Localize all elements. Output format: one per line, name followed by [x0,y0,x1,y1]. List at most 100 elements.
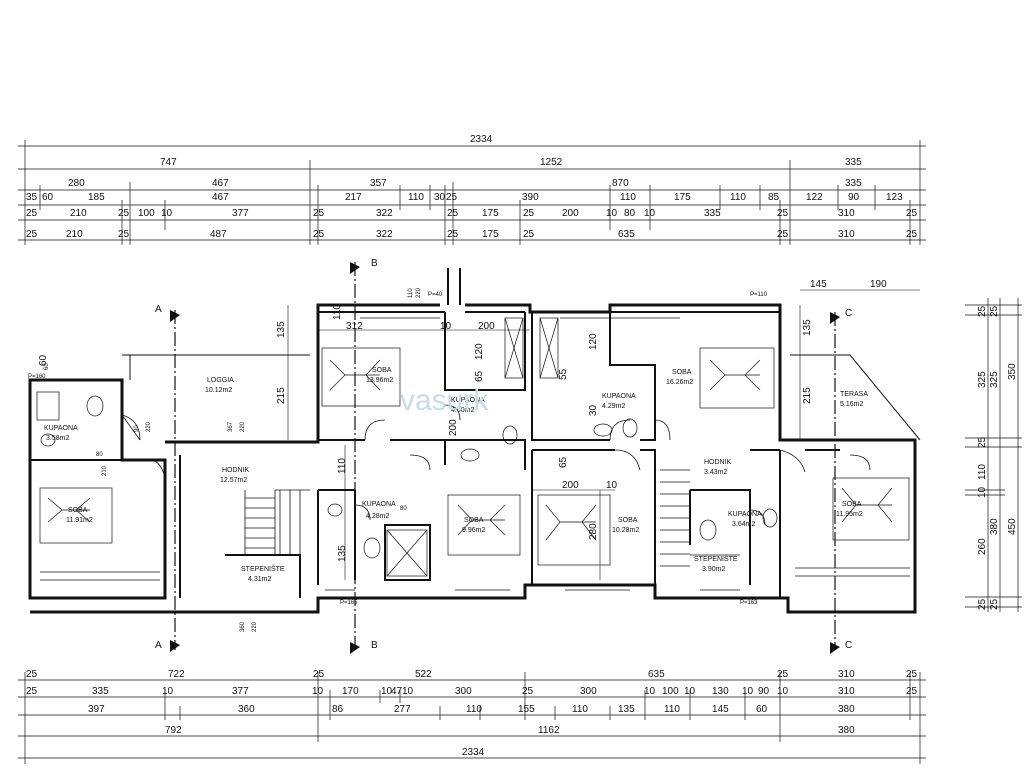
room-area: 12.57m2 [220,477,247,484]
right-dim: 260 [977,538,988,555]
room-area: 4.31m2 [248,576,271,583]
interior-dim: 65 [558,456,569,468]
bottom-dim: 110 [572,704,588,715]
top-dimension-chains [18,140,926,245]
bottom-dim: 25 [26,686,38,697]
room-name: SOBA [842,501,862,508]
top-dim: 322 [376,208,393,219]
bottom-dim: 10 [777,686,789,697]
top-dim: 25 [777,229,789,240]
walls [28,268,921,614]
bottom-dimension-chains [18,672,926,764]
sanitary-fixtures [36,317,778,577]
bottom-dim: 86 [332,704,344,715]
top-dim: 90 [848,192,860,203]
bottom-dim: 380 [838,704,855,715]
opening-label: 90 [134,425,140,432]
interior-dim: 215 [802,387,813,404]
interior-dimensions [287,289,920,580]
bottom-dim: 25 [906,686,918,697]
bottom-dim: 377 [232,686,249,697]
right-dim: 110 [977,464,988,480]
interior-dimension-labels: 135 215 312 10 200 120 65 200 120 30 55 … [38,279,887,562]
top-dim: 25 [523,229,535,240]
bed-soba-2 [321,347,401,407]
top-dim: 122 [806,192,823,203]
opening-label: 80 [96,452,103,458]
top-dim: 747 [160,157,177,168]
top-dim: 217 [345,192,362,203]
top-dim: 200 [562,208,579,219]
section-arrow-icon [350,642,360,654]
top-dim: 25 [26,229,38,240]
room-area: 16.26m2 [666,379,693,386]
section-markers: A A B B C C [155,258,852,654]
interior-dim: 200 [478,321,495,332]
bed-soba-5 [537,494,611,566]
top-dim: 110 [408,192,424,203]
section-arrow-icon [170,310,180,322]
section-label: C [845,640,852,651]
top-dim: 110 [620,192,636,203]
right-dimension-labels: 25 325 25 110 10 260 25 25 325 350 380 4… [977,305,1018,610]
bed-soba-3 [447,494,521,556]
bottom-dim: 792 [165,725,182,736]
room-name: KUPAONA [602,393,636,400]
interior-dim: 200 [562,480,579,491]
opening-label: P=165 [340,600,358,606]
room-name: SOBA [68,507,88,514]
bottom-dim: 155 [518,704,535,715]
bottom-dim: 1162 [538,725,560,736]
opening-label: 110 [408,288,414,298]
bottom-dim: 25 [777,669,789,680]
interior-dim: 10 [606,480,618,491]
section-arrow-icon [170,640,180,652]
top-dim: 25 [446,192,458,203]
room-area: 5.16m2 [840,401,863,408]
top-dim: 30 [434,192,446,203]
section-label: C [845,308,852,319]
interior-dim: 215 [276,387,287,404]
top-dim: 335 [704,208,721,219]
bottom-dim: 277 [394,704,411,715]
section-label: B [371,258,378,269]
bottom-dim: 397 [88,704,105,715]
bottom-dim: 10 [644,686,656,697]
right-dim: 25 [989,305,1000,317]
room-area: 11.91m2 [66,517,93,524]
bottom-dim: 10 [684,686,696,697]
room-name: KUPAONA [728,511,762,518]
bottom-dim: 130 [712,686,729,697]
interior-dim: 145 [810,279,827,290]
right-dim: 10 [977,486,988,498]
bottom-dim: 300 [580,686,597,697]
bottom-dim-total: 2334 [462,747,485,758]
top-dim: 25 [906,229,918,240]
top-dim: 25 [447,229,459,240]
windows [40,317,910,591]
bottom-dim: 25 [906,669,918,680]
opening-label: P=160 [28,374,46,380]
top-dim: 870 [612,178,629,189]
interior-dim: 120 [474,343,485,360]
top-dim: 35 [26,192,38,203]
top-dim: 357 [370,178,387,189]
opening-label: 220 [416,287,422,298]
bottom-dim: 170 [342,686,359,697]
top-dim: 100 [138,208,155,219]
top-dim: 175 [674,192,691,203]
right-dim: 25 [977,436,988,448]
room-area: 3.58m2 [46,435,69,442]
section-arrow-icon [830,642,840,654]
top-dim: 123 [886,192,903,203]
bottom-dim: 10 [162,686,174,697]
staircase-left [244,489,310,555]
room-area: 10.28m2 [612,527,639,534]
room-area: 10.12m2 [205,387,232,394]
room-area: 9.96m2 [462,527,485,534]
room-name: KUPAONA [362,501,396,508]
room-name: SOBA [618,517,638,524]
top-dim: 487 [210,229,227,240]
interior-dim: 135 [802,319,813,336]
room-name: LOGGIA [207,377,234,384]
